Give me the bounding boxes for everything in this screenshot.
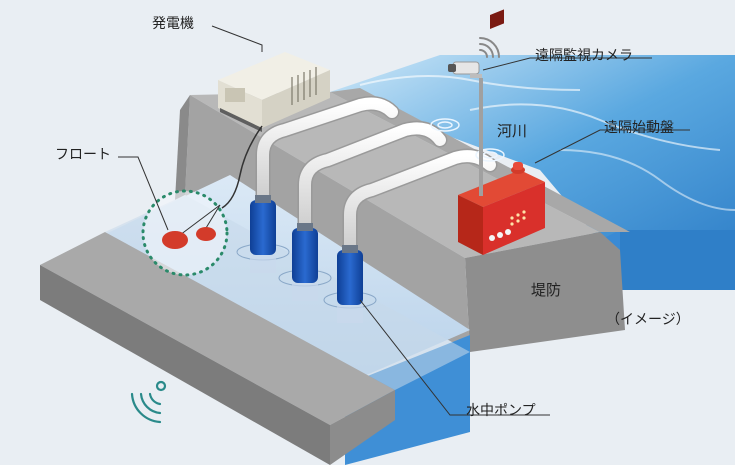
river-label: 河川	[497, 122, 528, 140]
foreground-wall	[40, 232, 395, 465]
wireless-signal-icon	[130, 380, 167, 424]
pump-3	[323, 245, 377, 323]
generator-cable	[221, 125, 263, 209]
pump-1	[236, 195, 290, 273]
camera-signal-icon	[479, 37, 500, 58]
image-note-label: （イメージ）	[606, 312, 690, 328]
levee-label: 堤防	[531, 281, 562, 299]
outlet-ripples	[430, 118, 505, 162]
generator	[218, 52, 330, 132]
remote-start-panel	[458, 9, 545, 255]
leader-lines	[118, 25, 690, 416]
camera-label: 遠隔監視カメラ	[535, 48, 633, 64]
control-panel-label: 遠隔始動盤	[604, 120, 674, 136]
float-label: フロート	[55, 147, 111, 163]
float-switches	[141, 189, 229, 277]
pump-2	[278, 223, 332, 301]
pump-label: 水中ポンプ	[466, 403, 536, 419]
generator-label: 発電機	[152, 16, 194, 32]
surveillance-camera	[448, 61, 483, 196]
river	[330, 55, 735, 300]
